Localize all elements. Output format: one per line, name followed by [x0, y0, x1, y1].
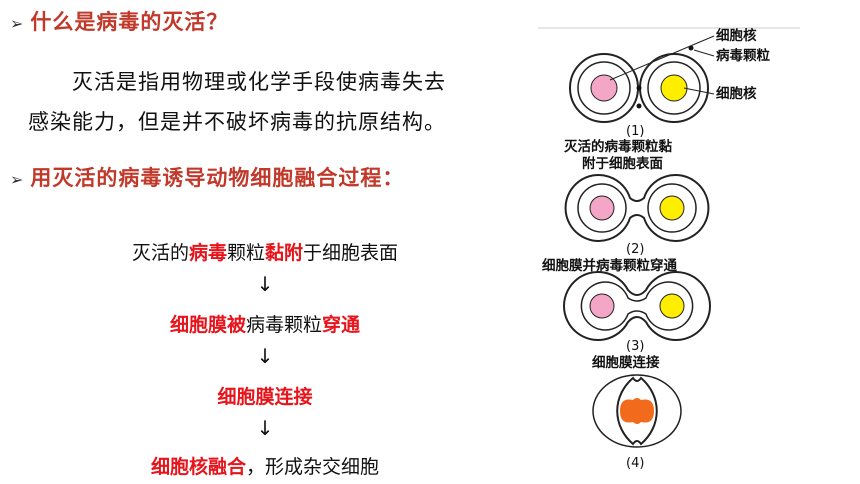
- definition-line-2: 感染能力，但是并不破坏病毒的抗原结构。: [28, 110, 446, 134]
- stage-2-outer-membrane: [564, 174, 710, 242]
- virus-particle: [636, 103, 642, 109]
- stage-3-number: (3): [626, 339, 644, 354]
- stage-2-cells: [564, 174, 710, 242]
- stage-3-cells: [563, 271, 711, 341]
- stage-4-cell: [592, 374, 682, 448]
- stage-1-number: (1): [626, 124, 644, 139]
- label-nucleus-right: 细胞核: [716, 85, 757, 102]
- pointer-line: [609, 35, 715, 81]
- nucleus-left: [590, 74, 618, 102]
- stage-2-inner-right: [647, 183, 697, 233]
- heading-fusion-process: ➢ 用灭活的病毒诱导动物细胞融合过程：: [10, 162, 404, 192]
- nucleus-left: [589, 293, 615, 319]
- stage-3-caption: 细胞膜连接: [592, 354, 660, 371]
- definition-line-1: 灭活是指用物理或化学手段使病毒失去: [72, 70, 446, 94]
- stage-1-cells: 细胞核 病毒颗粒 细胞核: [569, 27, 770, 123]
- flow-step-2: 细胞膜被病毒颗粒穿通: [169, 314, 361, 336]
- stage-1-caption-line-2: 附于细胞表面: [582, 155, 663, 172]
- flow-down-arrow-icon: ↓: [256, 344, 274, 368]
- nucleus-left: [589, 195, 615, 221]
- heading-what-is-inactivation: ➢ 什么是病毒的灭活？: [10, 6, 228, 36]
- heading-text: 什么是病毒的灭活？: [30, 10, 229, 34]
- flow-step-4: 细胞核融合，形成杂交细胞: [150, 456, 380, 478]
- flow-down-arrow-icon: ↓: [256, 272, 274, 296]
- cell-fusion-diagram: 细胞核 病毒颗粒 细胞核 (1) 灭活的病毒颗粒黏 附于细胞表面 (2) 细胞膜…: [538, 27, 800, 471]
- bullet-arrow-icon: ➢: [10, 170, 25, 189]
- stage-3-inner-membrane: [580, 281, 694, 331]
- label-virus-particle: 病毒颗粒: [716, 47, 770, 64]
- pointer-line: [683, 87, 715, 95]
- stage-2-inner-left: [577, 183, 627, 233]
- pointer-line: [693, 49, 715, 57]
- bullet-arrow-icon: ➢: [10, 14, 25, 33]
- stage-1-caption-line-1: 灭活的病毒颗粒黏: [563, 138, 672, 155]
- definition-paragraph: 灭活是指用物理或化学手段使病毒失去 感染能力，但是并不破坏病毒的抗原结构。: [28, 62, 528, 142]
- nucleus-right: [660, 74, 688, 102]
- nucleus-fused: [620, 398, 654, 424]
- label-nucleus-top: 细胞核: [716, 27, 757, 44]
- stage-3-outer-membrane: [563, 271, 711, 341]
- flow-down-arrow-icon: ↓: [256, 416, 274, 440]
- cell-right-inner: [647, 61, 701, 115]
- flow-step-1: 灭活的病毒颗粒黏附于细胞表面: [131, 242, 399, 264]
- stage-4-inner-membrane: [592, 374, 682, 448]
- stage-2-number: (2): [626, 242, 644, 257]
- nucleus-right: [659, 195, 685, 221]
- cell-left-inner: [577, 61, 631, 115]
- virus-particle: [636, 85, 642, 91]
- flow-step-3: 细胞膜连接: [217, 386, 313, 408]
- heading-text: 用灭活的病毒诱导动物细胞融合过程：: [30, 166, 405, 190]
- stage-2-caption: 细胞膜并病毒颗粒穿通: [542, 257, 677, 274]
- stage-4-number: (4): [626, 456, 644, 471]
- nucleus-right: [659, 293, 685, 319]
